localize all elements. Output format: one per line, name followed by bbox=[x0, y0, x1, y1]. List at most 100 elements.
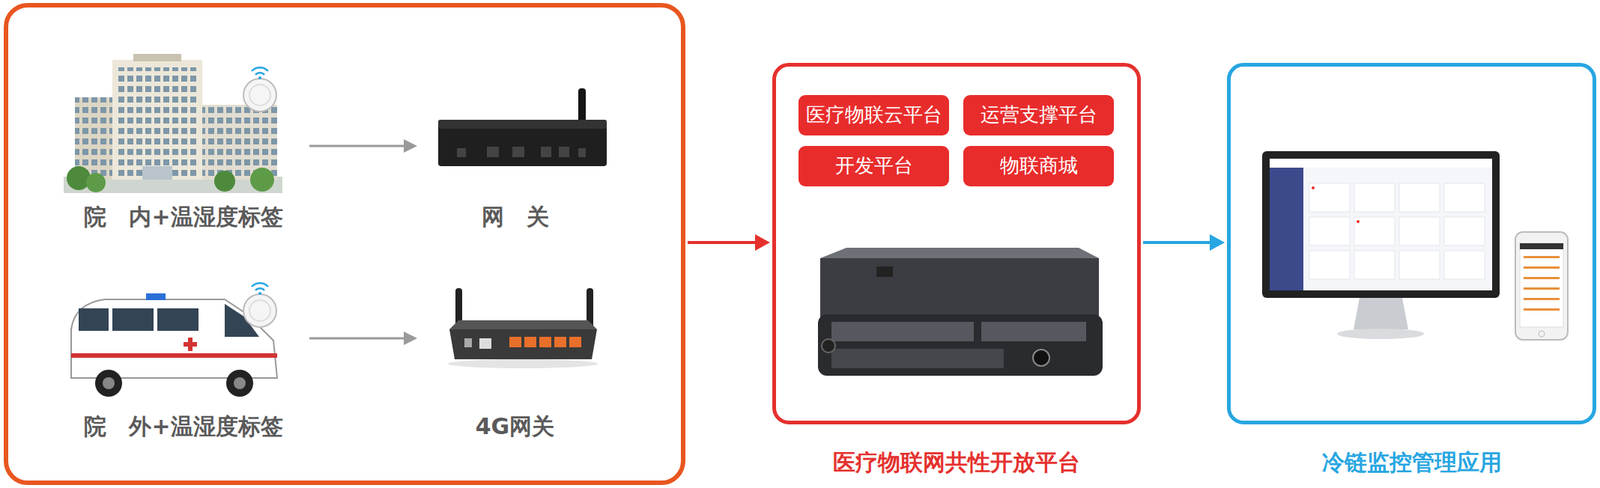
illustration-part bbox=[233, 377, 246, 390]
flow-arrow bbox=[309, 146, 406, 147]
ambulance-picture bbox=[71, 293, 278, 398]
item-caption: 4G网关 bbox=[475, 413, 556, 441]
illustration-part bbox=[183, 342, 198, 347]
illustration-part bbox=[243, 78, 277, 112]
illustration-part bbox=[1309, 183, 1350, 212]
illustration-part bbox=[249, 300, 271, 322]
flow-line bbox=[1143, 241, 1212, 245]
illustration-part bbox=[1444, 250, 1485, 280]
illustration-part bbox=[438, 119, 607, 129]
illustration-part bbox=[1523, 308, 1560, 311]
illustration-part bbox=[554, 337, 567, 348]
application-box: 冷链监控管理应用 bbox=[1226, 62, 1597, 425]
arrow-head bbox=[1209, 234, 1225, 251]
hospital-item: 院 内+温湿度标签 bbox=[59, 44, 308, 240]
illustration-part bbox=[78, 308, 109, 332]
illustration-part bbox=[1032, 349, 1050, 367]
illustration-part bbox=[449, 329, 598, 360]
illustration-part bbox=[214, 170, 236, 192]
platform-button: 开发平台 bbox=[798, 146, 950, 187]
illustration-part bbox=[512, 146, 525, 158]
illustration-part bbox=[509, 337, 522, 348]
illustration-part bbox=[1523, 277, 1560, 280]
flow-line bbox=[687, 241, 757, 245]
flow-arrow bbox=[687, 242, 757, 244]
illustration-part bbox=[95, 370, 123, 398]
button-label: 物联商城 bbox=[1000, 154, 1078, 178]
item-caption: 网 关 bbox=[481, 203, 550, 231]
illustration-part bbox=[1337, 328, 1424, 340]
illustration-part bbox=[821, 339, 836, 353]
illustration-part bbox=[255, 72, 265, 75]
gateway-picture bbox=[438, 88, 607, 167]
illustration-part bbox=[817, 314, 1103, 377]
illustration-part bbox=[569, 337, 582, 348]
item-caption: 院 内+温湿度标签 bbox=[83, 203, 283, 231]
platform-button: 物联商城 bbox=[963, 146, 1114, 187]
illustration-part bbox=[1354, 217, 1395, 246]
server-picture bbox=[817, 247, 1103, 377]
illustration-part bbox=[578, 148, 586, 158]
illustration-part bbox=[112, 308, 154, 332]
illustration-part bbox=[1309, 250, 1350, 280]
illustration-part bbox=[1444, 217, 1485, 246]
illustration-part bbox=[1523, 256, 1560, 259]
hospital-picture bbox=[63, 53, 283, 194]
button-label: 运营支撑平台 bbox=[980, 103, 1098, 127]
illustration-part bbox=[1269, 167, 1304, 291]
illustration-part bbox=[157, 308, 199, 332]
illustration-part bbox=[243, 294, 277, 328]
illustration-part bbox=[540, 146, 552, 158]
illustration-part bbox=[146, 293, 166, 301]
illustration-part bbox=[1399, 250, 1440, 280]
arrow-head bbox=[403, 331, 418, 346]
illustration-part bbox=[1399, 183, 1440, 212]
illustration-part bbox=[249, 84, 271, 106]
illustration-part bbox=[449, 320, 598, 330]
illustration-part bbox=[1444, 183, 1485, 212]
group-heading: 冷链监控管理应用 bbox=[1230, 449, 1593, 477]
illustration-part bbox=[981, 322, 1087, 342]
tag-icon bbox=[243, 67, 277, 112]
illustration-part bbox=[1523, 298, 1560, 301]
flow-arrow bbox=[309, 338, 406, 340]
illustration-part bbox=[1399, 217, 1440, 246]
illustration-part bbox=[116, 67, 198, 177]
source-group: 院 内+温湿度标签 网 关院 外+温湿度标签 4G网关 bbox=[3, 2, 686, 486]
illustration-part bbox=[112, 59, 203, 180]
tag-icon bbox=[243, 283, 277, 328]
platform-box: 医疗物联网共性开放平台医疗物联云平台运营支撑平台开发平台物联商城 bbox=[772, 62, 1141, 425]
illustration-part bbox=[1269, 158, 1493, 291]
flow-line bbox=[309, 337, 406, 341]
router-item: 4G网关 bbox=[419, 277, 611, 450]
illustration-part bbox=[456, 148, 466, 158]
illustration-part bbox=[1356, 220, 1360, 224]
button-label: 医疗物联云平台 bbox=[805, 103, 943, 127]
item-caption: 院 外+温湿度标签 bbox=[83, 413, 283, 441]
ambulance-item: 院 外+温湿度标签 bbox=[59, 277, 308, 450]
illustration-part bbox=[464, 338, 472, 348]
illustration-part bbox=[1519, 243, 1564, 328]
illustration-part bbox=[1515, 232, 1568, 341]
illustration-part bbox=[539, 337, 552, 348]
illustration-part bbox=[1309, 217, 1350, 246]
arrow-head bbox=[755, 234, 771, 251]
illustration-part bbox=[1519, 243, 1564, 250]
arrow-head bbox=[403, 139, 418, 153]
illustration-part bbox=[71, 353, 278, 359]
illustration-part bbox=[831, 349, 1004, 369]
illustration-part bbox=[438, 119, 607, 167]
illustration-part bbox=[820, 247, 1099, 259]
illustration-part bbox=[876, 266, 893, 278]
gateway-item: 网 关 bbox=[419, 74, 611, 240]
monitor-picture bbox=[1262, 151, 1500, 340]
illustration-part bbox=[86, 173, 106, 193]
flow-arrow bbox=[1143, 242, 1212, 244]
illustration-part bbox=[226, 370, 254, 398]
illustration-part bbox=[1262, 151, 1500, 299]
illustration-part bbox=[133, 53, 182, 62]
illustration-part bbox=[255, 288, 265, 291]
illustration-part bbox=[1523, 266, 1560, 269]
illustration-part bbox=[820, 258, 1099, 319]
